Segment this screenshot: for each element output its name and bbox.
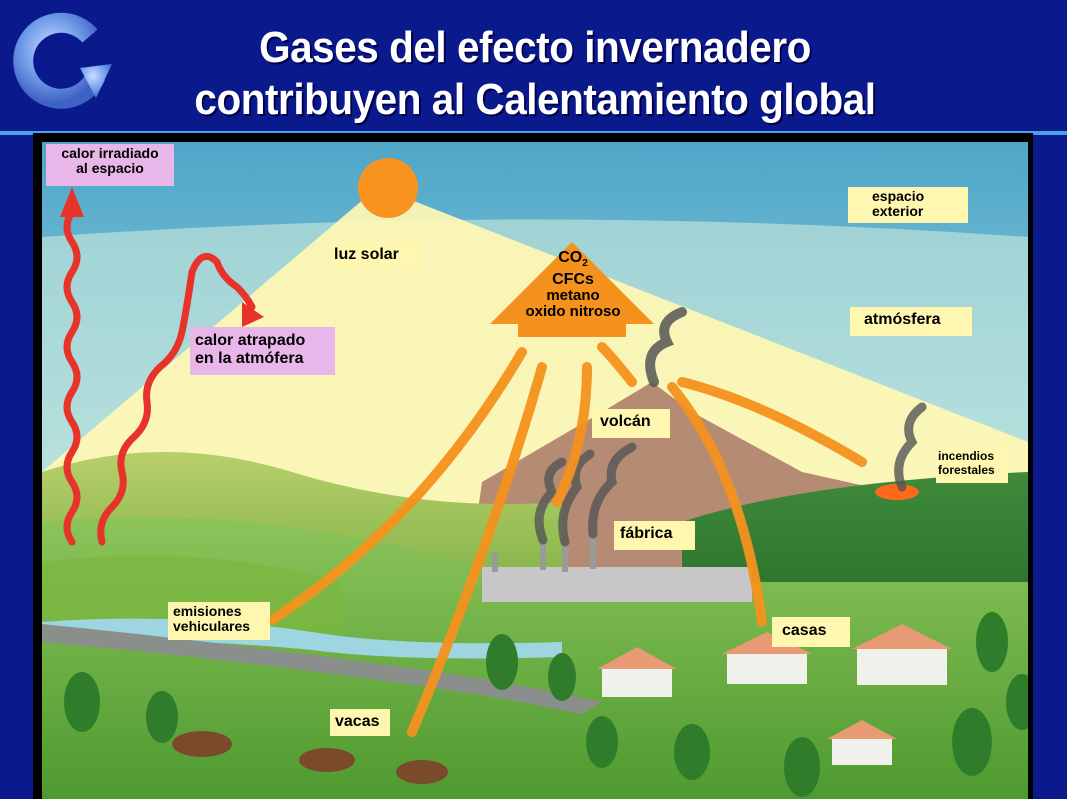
- page-title: Gases del efecto invernadero contribuyen…: [153, 22, 917, 126]
- label-text: calor irradiado: [61, 145, 159, 161]
- label-calor-atrapado: calor atrapado en la atmófera: [190, 327, 335, 375]
- label-text: vehiculares: [173, 618, 251, 634]
- label-fabrica: fábrica: [614, 521, 695, 550]
- trapped-heat-wave: [97, 252, 256, 546]
- label-calor-irradiado: calor irradiado al espacio: [46, 144, 174, 186]
- circular-arrow-icon: [13, 12, 112, 109]
- title-line-1: Gases del efecto invernadero: [259, 23, 811, 72]
- label-text: en la atmófera: [195, 350, 304, 367]
- greenhouse-gas-arrow-icon: [490, 242, 654, 337]
- label-text: emisiones: [173, 603, 242, 619]
- sun-icon: [358, 158, 418, 218]
- label-text: fábrica: [620, 525, 673, 542]
- label-text: oxido nitroso: [525, 303, 621, 321]
- label-text: volcán: [600, 413, 651, 430]
- label-text: al espacio: [76, 160, 144, 176]
- label-text: atmósfera: [864, 311, 941, 328]
- label-espacio-exterior: espacio exterior: [848, 187, 968, 223]
- label-text: espacio: [872, 188, 925, 204]
- label-text: luz solar: [334, 246, 399, 263]
- label-text: CFCs: [552, 271, 594, 289]
- label-incendios-forestales: incendios forestales: [936, 447, 1008, 483]
- cows: [172, 731, 448, 784]
- label-text: vacas: [335, 713, 380, 730]
- label-casas: casas: [772, 617, 850, 647]
- label-text: metano: [546, 287, 600, 305]
- label-greenhouse-gases: CO2 CFCs metano oxido nitroso: [508, 248, 638, 328]
- label-text: calor atrapado: [195, 332, 306, 349]
- scene-drawing: [42, 142, 1028, 799]
- label-vacas: vacas: [330, 709, 390, 736]
- emission-arrows: [267, 342, 867, 737]
- label-emisiones-vehiculares: emisiones vehiculares: [168, 602, 270, 640]
- label-text: forestales: [938, 463, 995, 477]
- greenhouse-illustration: calor irradiado al espacio luz solar CO2…: [42, 142, 1028, 799]
- co2-label: CO2: [513, 250, 633, 272]
- radiated-heat-wave: [63, 208, 81, 546]
- label-volcan: volcán: [592, 409, 670, 438]
- label-text: 2: [582, 258, 588, 270]
- label-text: exterior: [872, 203, 924, 219]
- label-text: CO: [558, 249, 583, 266]
- houses: [597, 624, 952, 765]
- label-atmosfera: atmósfera: [850, 307, 972, 336]
- title-line-2: contribuyen al Calentamiento global: [194, 75, 876, 124]
- label-text: casas: [782, 622, 827, 639]
- label-luz-solar: luz solar: [329, 242, 422, 269]
- label-text: incendios: [938, 449, 995, 463]
